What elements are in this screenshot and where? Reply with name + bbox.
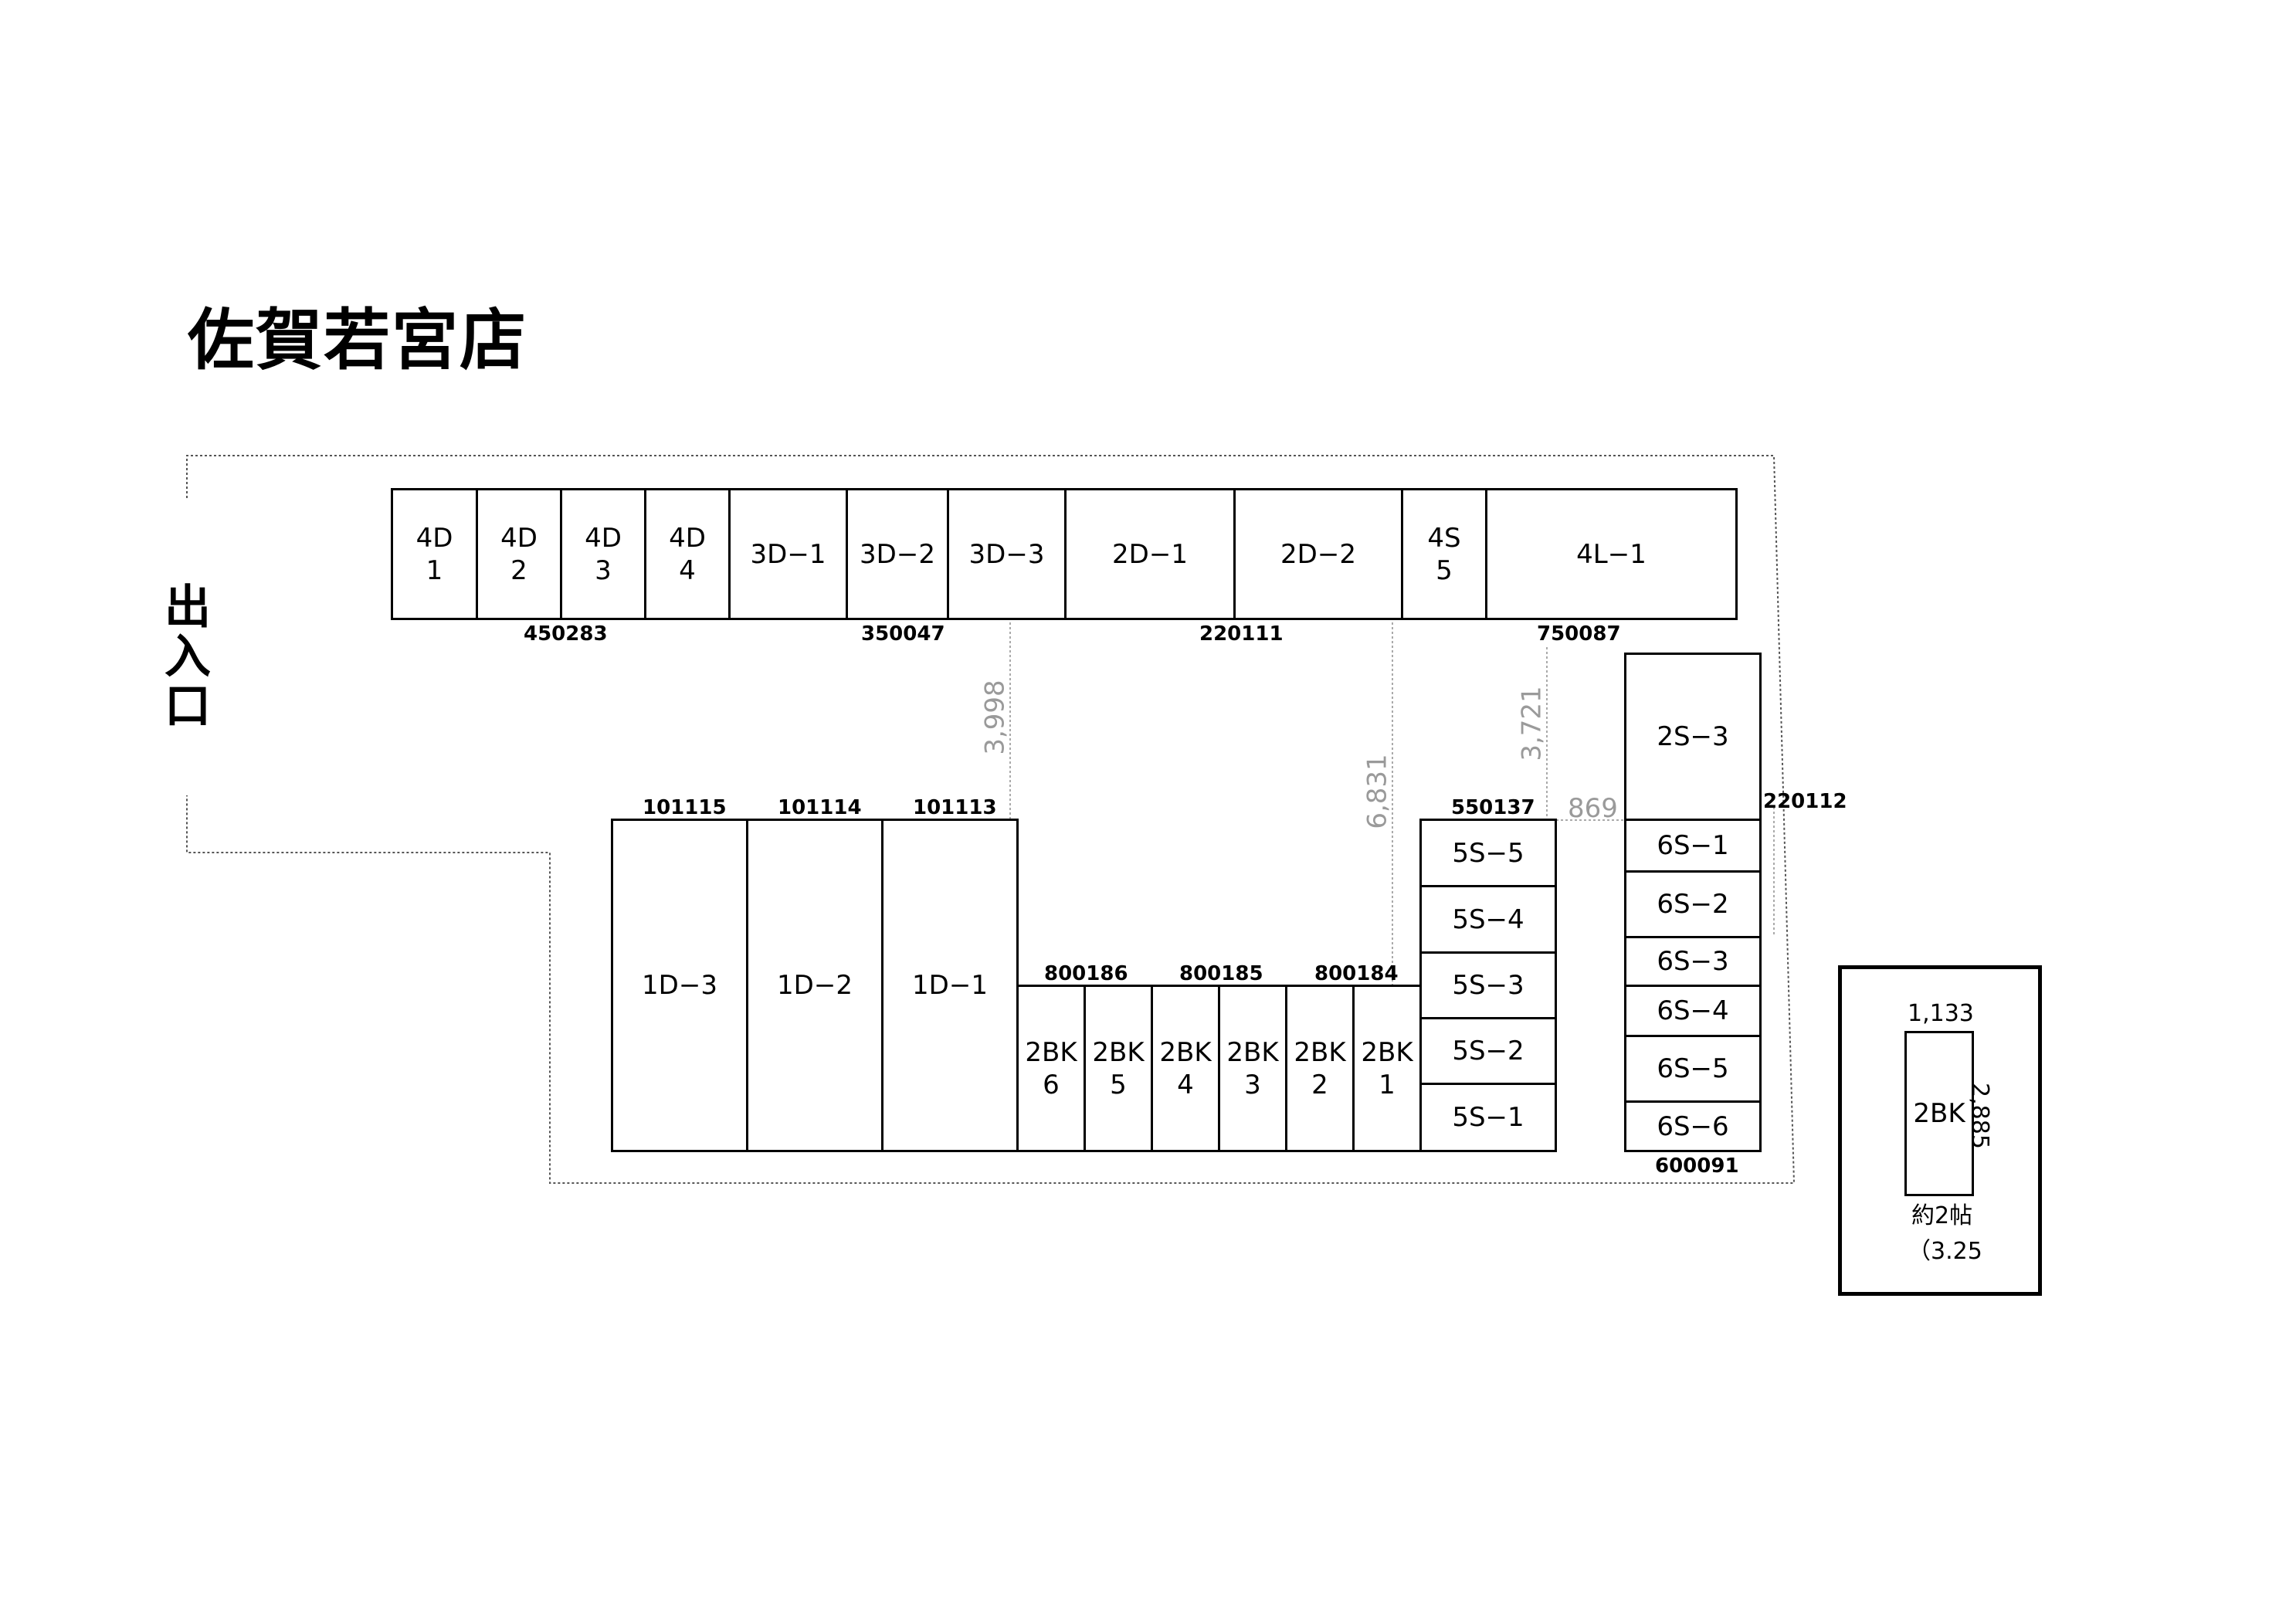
unit-4L-1[interactable]: 4L−1 xyxy=(1485,488,1738,620)
code-220112: 220112 xyxy=(1763,790,1847,813)
dimension-869: 869 xyxy=(1568,793,1618,824)
unit-6S-1[interactable]: 6S−1 xyxy=(1624,819,1762,873)
code-800184: 800184 xyxy=(1314,962,1399,985)
unit-3D-2[interactable]: 3D−2 xyxy=(846,488,949,620)
unit-6S-5[interactable]: 6S−5 xyxy=(1624,1035,1762,1103)
page-title: 佐賀若宮店 xyxy=(188,302,527,379)
inset-depth-label: 2,885 xyxy=(1965,1083,1993,1149)
unit-1D-3[interactable]: 1D−3 xyxy=(611,819,748,1152)
inset-size-note: 約2帖 xyxy=(1911,1202,1973,1229)
code-220111: 220111 xyxy=(1199,622,1284,646)
code-550137: 550137 xyxy=(1451,796,1535,819)
unit-2D-1[interactable]: 2D−1 xyxy=(1064,488,1236,620)
unit-5S-1[interactable]: 5S−1 xyxy=(1419,1083,1557,1152)
code-800186: 800186 xyxy=(1044,962,1128,985)
code-750087: 750087 xyxy=(1537,622,1621,646)
unit-1D-1[interactable]: 1D−1 xyxy=(881,819,1019,1152)
unit-5S-4[interactable]: 5S−4 xyxy=(1419,885,1557,954)
unit-5S-3[interactable]: 5S−3 xyxy=(1419,951,1557,1019)
dimension-6831: 6,831 xyxy=(1362,754,1393,829)
inset-width-label: 1,133 xyxy=(1908,1000,1974,1027)
unit-detail-frame xyxy=(1838,965,2042,1296)
unit-5S-5[interactable]: 5S−5 xyxy=(1419,819,1557,887)
dimension-3998: 3,998 xyxy=(979,680,1011,755)
inset-area-note: （3.25 xyxy=(1908,1238,1982,1265)
unit-3D-1[interactable]: 3D−1 xyxy=(728,488,848,620)
code-101115: 101115 xyxy=(643,796,727,819)
inset-unit-2BK: 2BK xyxy=(1904,1031,1974,1196)
code-600091: 600091 xyxy=(1655,1154,1739,1178)
code-450283: 450283 xyxy=(524,622,608,646)
dimension-3721: 3,721 xyxy=(1516,686,1548,761)
unit-6S-3[interactable]: 6S−3 xyxy=(1624,936,1762,987)
unit-1D-2[interactable]: 1D−2 xyxy=(746,819,883,1152)
unit-6S-4[interactable]: 6S−4 xyxy=(1624,985,1762,1037)
code-101113: 101113 xyxy=(913,796,997,819)
unit-2D-2[interactable]: 2D−2 xyxy=(1233,488,1403,620)
unit-6S-2[interactable]: 6S−2 xyxy=(1624,870,1762,938)
entrance-label: 出 入 口 xyxy=(164,581,211,734)
unit-5S-2[interactable]: 5S−2 xyxy=(1419,1017,1557,1085)
unit-3D-3[interactable]: 3D−3 xyxy=(947,488,1067,620)
code-101114: 101114 xyxy=(778,796,862,819)
code-350047: 350047 xyxy=(861,622,945,646)
unit-2S-3[interactable]: 2S−3 xyxy=(1624,653,1762,821)
code-800185: 800185 xyxy=(1179,962,1263,985)
unit-6S-6[interactable]: 6S−6 xyxy=(1624,1100,1762,1152)
lot-boundary xyxy=(186,455,1796,1184)
